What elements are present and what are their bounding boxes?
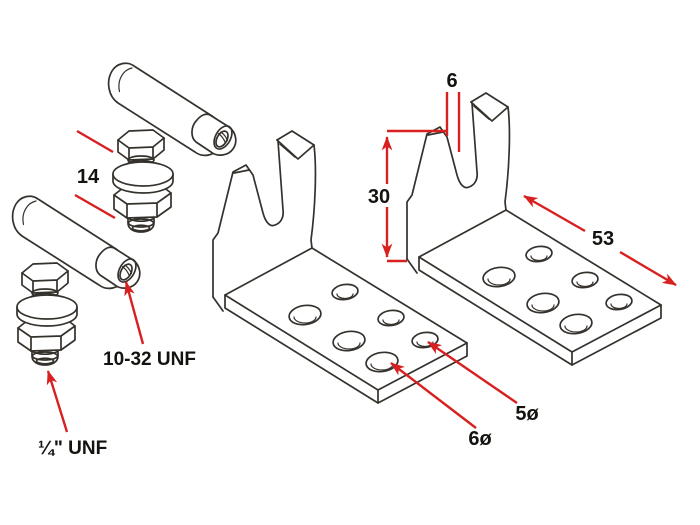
label-hole-6mm: 6ø [468,428,492,450]
dimension-labels: 14 6 30 53 5ø 6ø 10-32 UNF ¼" UNF [38,70,614,459]
length-arrow-upper [523,194,586,233]
nut-size-leader-lower [74,193,116,220]
label-thread-10-32-unf: 10-32 UNF [103,349,196,370]
slot-width-extension-lines [445,92,461,152]
label-hole-5mm: 5ø [515,403,539,425]
isolator-mount-bottom [11,195,141,366]
dim-label-bracket-length: 53 [592,228,614,250]
dim-label-nut-size: 14 [77,166,100,188]
isolator-mount-top [107,62,237,233]
dim-label-bracket-height: 30 [368,186,390,208]
stud-thread-leader-arrow [46,370,69,433]
length-arrow-lower [619,250,677,287]
large-hole-leader-arrow [390,362,477,429]
top-thread-leader-arrow [124,281,145,345]
small-hole-leader-arrow [427,341,518,404]
label-thread-quarter-unf: ¼" UNF [38,438,107,459]
mounting-bracket-right [406,92,662,366]
dimension-graphics [46,92,677,433]
nut-size-leader-upper [76,129,114,154]
dim-label-slot-width: 6 [446,70,457,92]
